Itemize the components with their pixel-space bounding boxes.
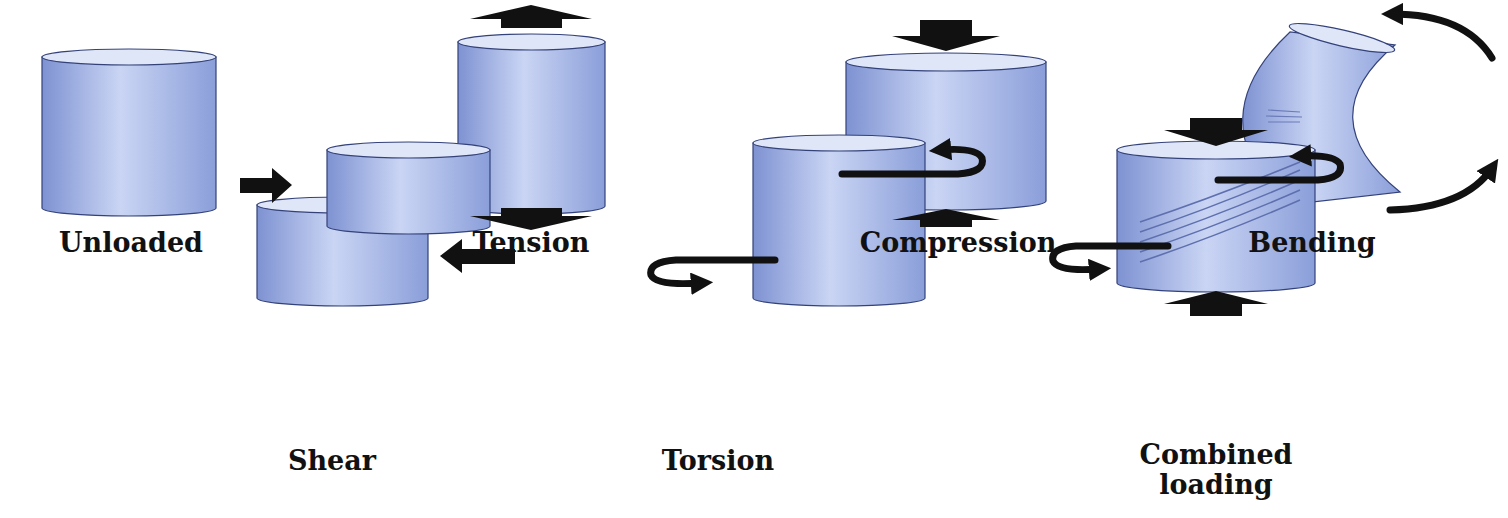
load-type-label: Bending bbox=[1248, 228, 1375, 258]
unloaded-cylinder bbox=[42, 49, 216, 216]
load-type-label: Combined loading bbox=[1116, 440, 1316, 499]
force-arrows bbox=[240, 5, 1268, 316]
load-type-label: Compression bbox=[860, 228, 1057, 258]
moment-arrows bbox=[651, 14, 1492, 284]
load-type-label: Torsion bbox=[662, 446, 774, 476]
combined-cylinder bbox=[1117, 141, 1315, 292]
load-type-label: Shear bbox=[288, 446, 376, 476]
load-type-label: Unloaded bbox=[59, 228, 203, 258]
torsion-cylinder bbox=[753, 135, 925, 306]
load-type-label: Tension bbox=[473, 228, 590, 258]
shear-cylinders bbox=[257, 142, 490, 306]
